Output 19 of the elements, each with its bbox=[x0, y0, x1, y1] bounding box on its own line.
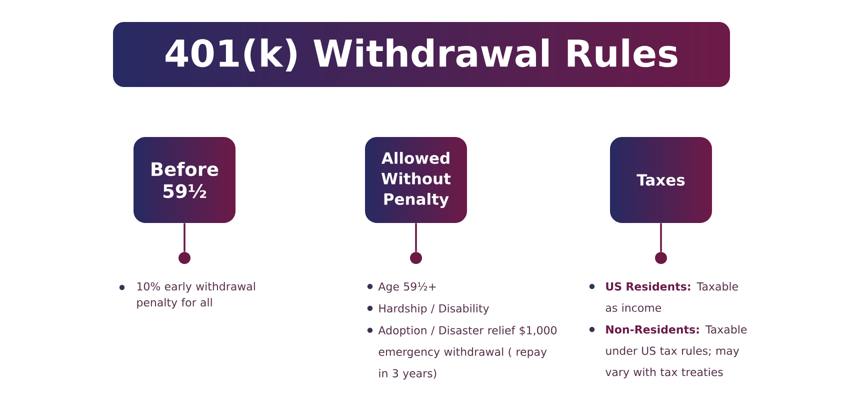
category-box: Before 59½ bbox=[134, 137, 236, 223]
list-item: Adoption / Disaster relief $1,000 emergency withdrawal ( repay in 3 years) bbox=[378, 326, 557, 380]
node-label: Allowed Without Penalty bbox=[381, 152, 451, 208]
list-item: Age 59½+ bbox=[378, 282, 436, 293]
list-item: Non-Residents: Taxable under US tax rules; may vary with tax treaties bbox=[606, 325, 747, 378]
node-label: Before 59½ bbox=[152, 162, 218, 198]
list-item: US Residents: Taxable as income bbox=[606, 282, 738, 312]
connector-dot bbox=[178, 252, 190, 264]
connector-dot bbox=[410, 252, 422, 264]
connector-line bbox=[415, 223, 417, 252]
category-box: Allowed Without Penalty bbox=[365, 137, 467, 223]
connector-line bbox=[660, 223, 662, 252]
title-banner: 401(k) Withdrawal Rules bbox=[113, 22, 730, 87]
node-label: Taxes bbox=[636, 174, 685, 186]
list-item: 10% early withdrawal penalty for all bbox=[137, 282, 255, 309]
connector-line bbox=[184, 223, 186, 252]
connector-dot bbox=[655, 252, 667, 264]
list-item: Hardship / Disability bbox=[379, 304, 489, 315]
category-box: Taxes bbox=[610, 137, 712, 223]
